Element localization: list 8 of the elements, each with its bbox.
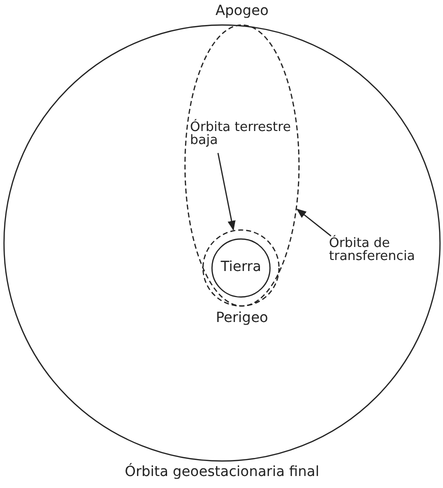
orbit-label: Órbita terrestre baja [190, 121, 292, 147]
leader-arrow [296, 208, 332, 236]
orbit-label: Órbita de transferencia [329, 237, 416, 263]
point-label: Perigeo [214, 312, 270, 325]
point-label: Apogeo [214, 5, 270, 18]
planet-circle [211, 238, 271, 298]
planet-label: Tierra [220, 258, 262, 274]
leader-arrow [217, 152, 236, 231]
